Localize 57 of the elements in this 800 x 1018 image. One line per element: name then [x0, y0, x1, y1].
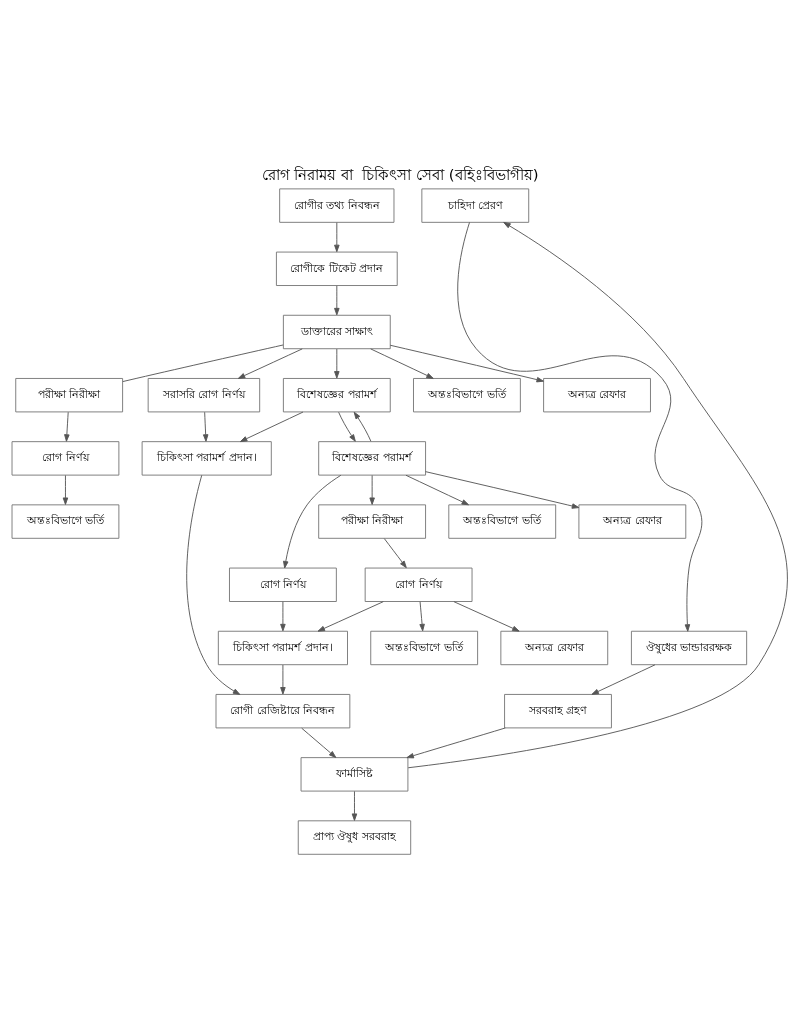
arrow [353, 411, 372, 442]
node-box: পরীক্ষা নিরীক্ষা [318, 503, 427, 539]
node-box: রোগীর তথ্য নিবন্ধন [279, 187, 395, 223]
arrow [280, 664, 286, 694]
arrow [239, 411, 304, 442]
arrow [301, 727, 337, 758]
arrow [186, 474, 241, 695]
node-box: পরীক্ষা নিরীক্ষা [15, 377, 124, 412]
node-box: অন্তঃবিভাগে ভর্তি [413, 377, 521, 412]
arrow [457, 221, 703, 632]
arrow [62, 474, 69, 505]
connector [122, 344, 284, 382]
node-box: অন্যত্র রেফার [578, 503, 687, 539]
node-box: রোগী রেজিষ্টারে নিবন্ধন [215, 693, 351, 728]
arrow [334, 348, 340, 378]
node-box: অন্যত্র রেফার [500, 630, 609, 665]
arrow [64, 411, 70, 442]
node-box: ডাক্তারের সাক্ষাৎ [282, 314, 391, 349]
arrow [283, 474, 342, 568]
node-box: রোগ নির্ণয় [229, 567, 337, 602]
arrow [591, 663, 656, 695]
arrow [351, 790, 358, 821]
diagram-title: রোগ নিরাময় বা চিকিৎসা সেবা (বহিঃবিভাগীয়) [261, 165, 539, 184]
node-box: অন্তঃবিভাগে ভর্তি [448, 503, 557, 539]
arrow [405, 474, 470, 505]
node-box: চাহিদা প্রেরণ [421, 187, 530, 223]
node-box: সরাসরি রোগ নির্ণয় [147, 377, 261, 412]
node-box: অন্তঃবিভাগে ভর্তি [370, 630, 479, 665]
node-box: রোগীকে টিকেট প্রদান [275, 251, 398, 286]
arrow [389, 344, 544, 382]
arrow [317, 600, 384, 632]
node-box: রোগ নির্ণয় [11, 440, 120, 476]
arrow [369, 474, 375, 505]
node-box: প্রাপ্য ঔষুধ সরবরাহ [297, 819, 412, 855]
arrow [406, 727, 506, 758]
node-box: অন্তঃবিভাগে ভর্তি [11, 503, 120, 539]
arrow [334, 284, 340, 315]
node-box: চিকিৎসা পরামর্শ প্রদান। [141, 440, 272, 476]
arrow [453, 600, 520, 632]
arrow [202, 411, 209, 442]
arrow [280, 600, 286, 631]
node-box: রোগ নির্ণয় [364, 567, 473, 602]
arrow [407, 221, 788, 768]
node-box: বিশেষজ্ঞের পরামর্শ [282, 377, 391, 412]
arrow [237, 347, 303, 379]
node-box: অন্যত্র রেফার [543, 377, 651, 412]
arrow [425, 470, 580, 509]
arrow [370, 347, 434, 379]
arrow [334, 221, 340, 252]
node-box: ঔষুধের ভান্ডাররক্ষক [630, 630, 748, 665]
node-box: ফার্মাসিষ্ট [300, 756, 409, 792]
arrow [338, 411, 356, 442]
node-box: সরবরাহ গ্রহণ [504, 693, 612, 728]
node-box: চিকিৎসা পরামর্শ প্রদান। [217, 630, 348, 665]
arrow [419, 600, 425, 631]
node-box: বিশেষজ্ঞের পরামর্শ [318, 440, 427, 476]
arrow [383, 537, 407, 568]
